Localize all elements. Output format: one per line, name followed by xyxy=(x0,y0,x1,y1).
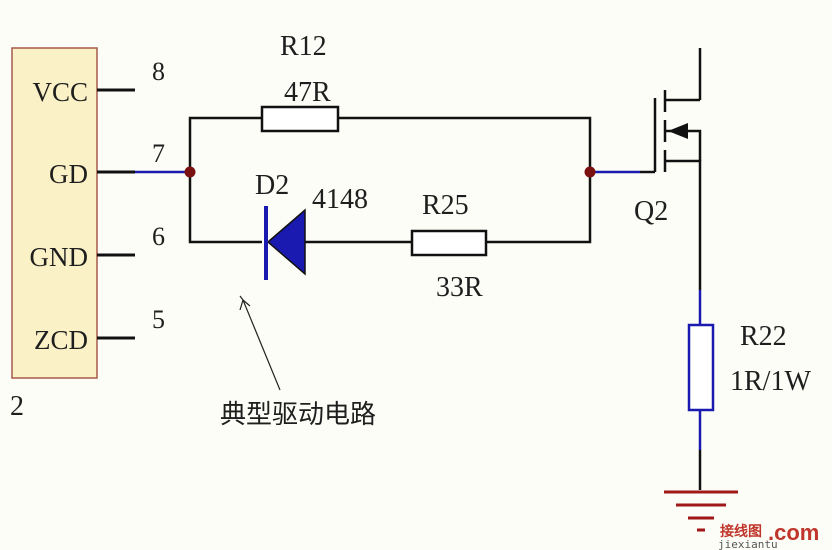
r22-ref: R22 xyxy=(740,321,787,352)
pin-name-vcc: VCC xyxy=(32,77,88,107)
annotation-text: 典型驱动电路 xyxy=(220,400,376,430)
wire-top-right xyxy=(338,116,592,172)
r25-ref: R25 xyxy=(422,190,469,221)
wire-top-left xyxy=(188,116,262,172)
watermark-domain: jiexiantu xyxy=(718,538,778,550)
annotation-arrow xyxy=(239,295,281,391)
watermark-dot-com: .com xyxy=(768,520,819,545)
pin-name-zcd: ZCD xyxy=(34,325,88,355)
pin-number-6: 6 xyxy=(152,222,165,251)
d2-ref: D2 xyxy=(255,170,289,201)
junction-left xyxy=(184,166,196,178)
wire-black-group xyxy=(188,48,702,490)
wire-bottom-left xyxy=(188,172,262,244)
watermark-cn: 接线图 xyxy=(720,523,762,540)
connector-designator: 2 xyxy=(10,391,24,422)
pin-number-7: 7 xyxy=(152,139,165,168)
wire-bottom-right xyxy=(486,172,592,244)
d2-diode xyxy=(264,206,306,280)
r12-ref: R12 xyxy=(280,31,327,62)
pin-name-gnd: GND xyxy=(30,242,89,272)
pin-number-5: 5 xyxy=(152,305,165,334)
r25-value: 33R xyxy=(436,272,483,303)
junction-right xyxy=(584,166,596,178)
r22-resistor xyxy=(687,323,715,412)
r12-resistor xyxy=(260,105,340,133)
r22-value: 1R/1W xyxy=(730,366,811,397)
connector-body xyxy=(11,47,98,379)
r25-resistor xyxy=(410,229,488,257)
pin-number-8: 8 xyxy=(152,57,165,86)
q2-arrow xyxy=(668,123,688,139)
ground-symbol xyxy=(664,490,738,532)
watermark-logo: 接线图 .com jiexiantu xyxy=(718,520,819,550)
pin-name-gd: GD xyxy=(49,159,88,189)
q2-ref: Q2 xyxy=(634,196,668,227)
wire-group xyxy=(135,170,702,450)
r12-value: 47R xyxy=(284,77,331,108)
d2-value: 4148 xyxy=(312,184,368,215)
q2-mosfet xyxy=(640,90,702,290)
